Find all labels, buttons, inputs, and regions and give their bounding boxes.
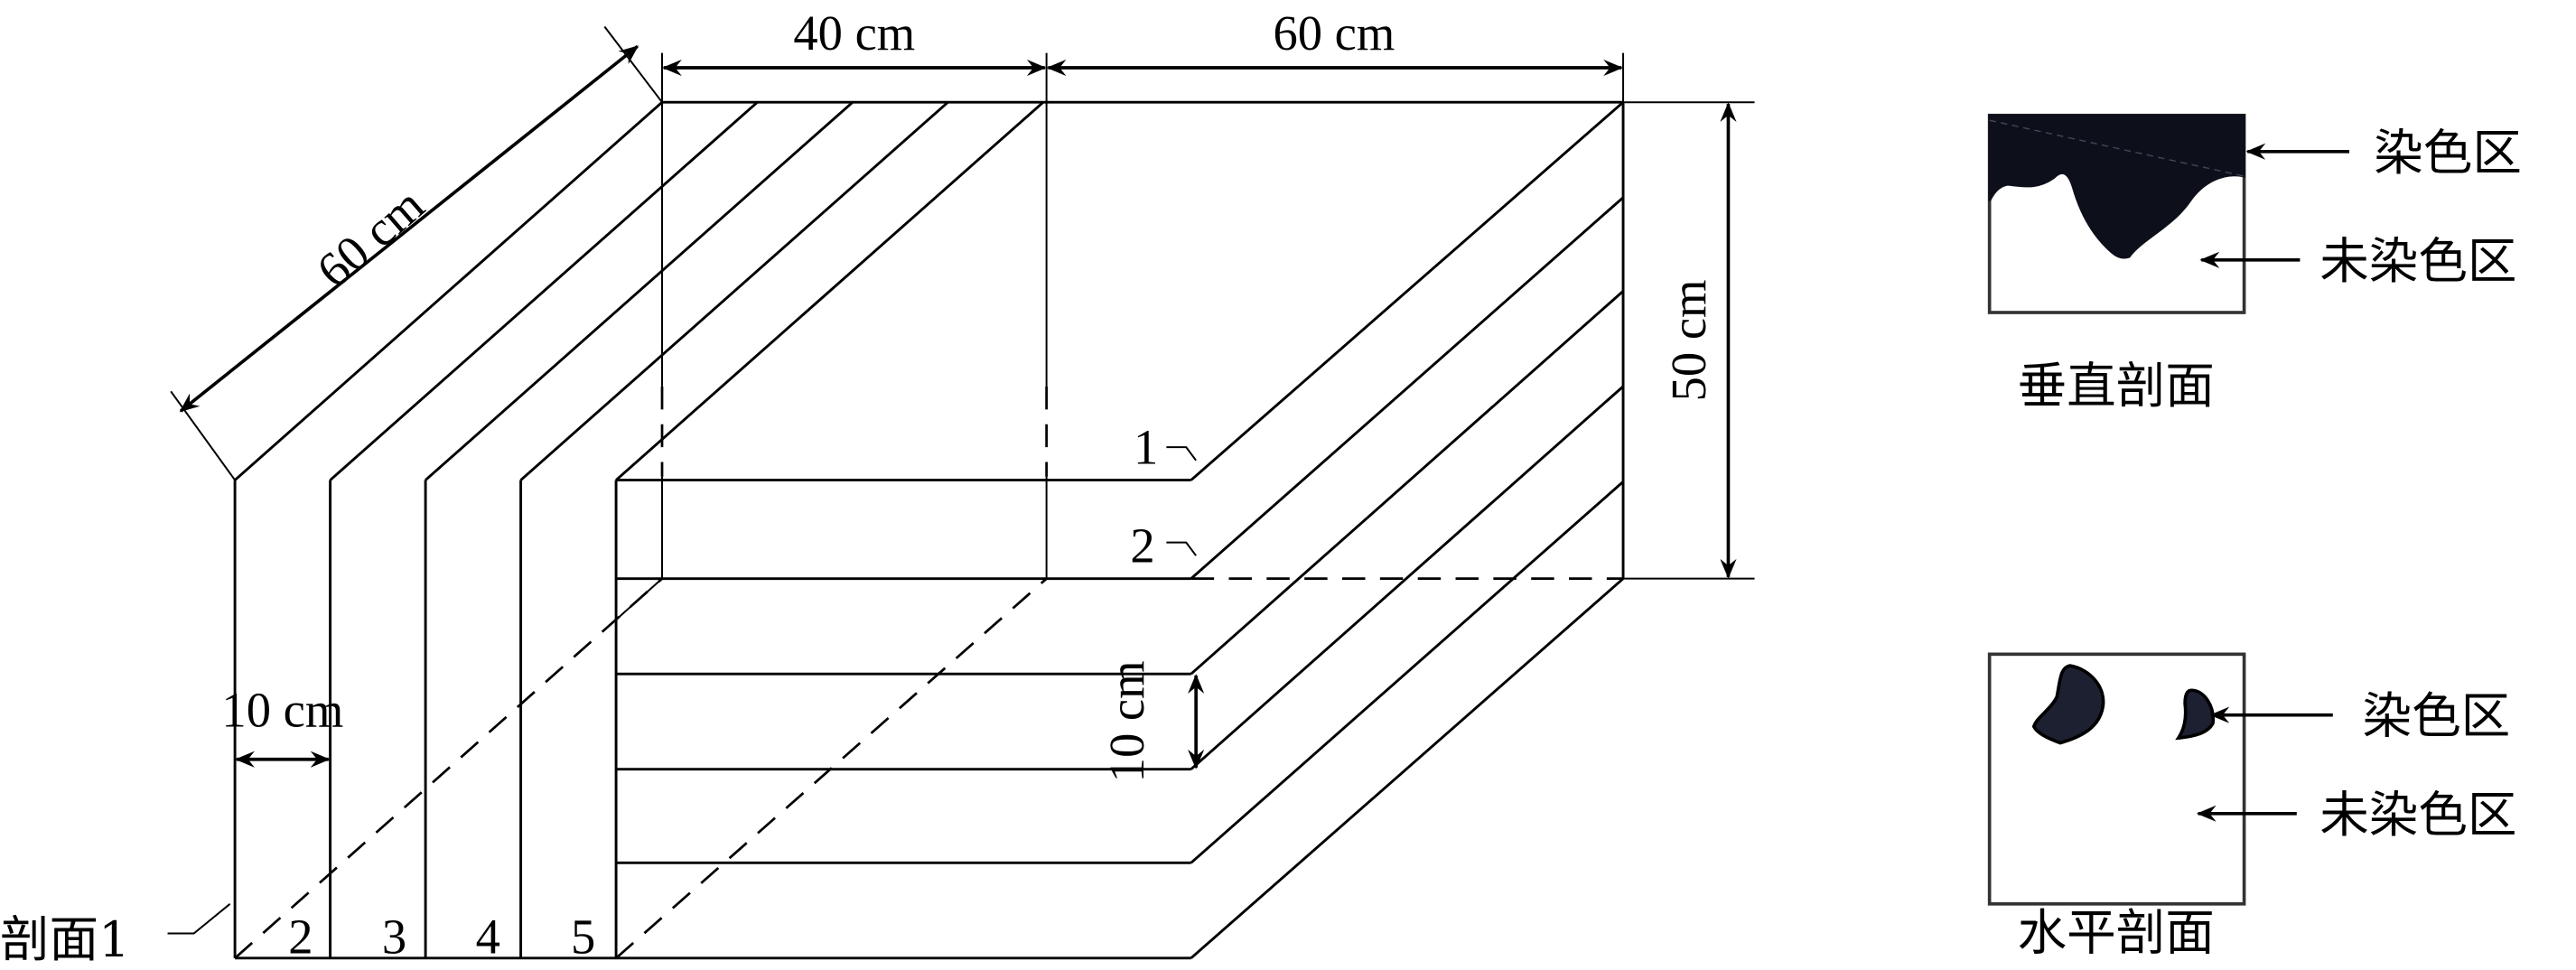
section-label-1: 剖面1 bbox=[0, 910, 130, 968]
vertical-stained-label: 染色区 bbox=[2374, 124, 2522, 182]
dimension-depth-label: 60 cm bbox=[306, 177, 434, 298]
stained-region bbox=[2031, 664, 2105, 745]
dimension-height: 50 cm bbox=[1623, 101, 1755, 580]
spacing-vertical-label: 10 cm bbox=[1099, 661, 1154, 783]
section-label-4: 4 bbox=[476, 909, 500, 964]
spacing-horizontal-label: 10 cm bbox=[221, 682, 343, 737]
vertical-unstained-label: 未染色区 bbox=[2319, 232, 2516, 290]
horizontal-unstained-label: 未染色区 bbox=[2319, 786, 2516, 844]
section-labels: 剖面1 2 3 4 5 bbox=[0, 903, 595, 968]
horizontal-stained-label: 染色区 bbox=[2363, 687, 2511, 745]
dimension-40cm-label: 40 cm bbox=[793, 5, 915, 61]
vertical-section-title: 垂直剖面 bbox=[2018, 357, 2215, 415]
layer-label-2: 2 bbox=[1130, 518, 1154, 573]
section-label-2: 2 bbox=[288, 909, 313, 964]
horizontal-section-title: 水平剖面 bbox=[2018, 904, 2215, 962]
vertical-section-panel: 染色区 未染色区 垂直剖面 bbox=[1987, 113, 2522, 415]
horizontal-section-panel: 染色区 未染色区 水平剖面 bbox=[1987, 652, 2516, 962]
soil-block bbox=[233, 100, 1625, 960]
section-label-3: 3 bbox=[382, 909, 406, 964]
layer-label-1: 1 bbox=[1134, 419, 1158, 474]
dimension-height-label: 50 cm bbox=[1661, 280, 1716, 402]
layer-labels: 1 2 bbox=[1130, 419, 1197, 573]
dimension-top: 40 cm 60 cm bbox=[661, 5, 1625, 103]
dimension-spacing: 10 cm 10 cm bbox=[221, 661, 1205, 783]
section-label-5: 5 bbox=[571, 909, 595, 964]
dimension-60cm-label: 60 cm bbox=[1274, 5, 1395, 61]
stained-region bbox=[1988, 114, 2245, 259]
